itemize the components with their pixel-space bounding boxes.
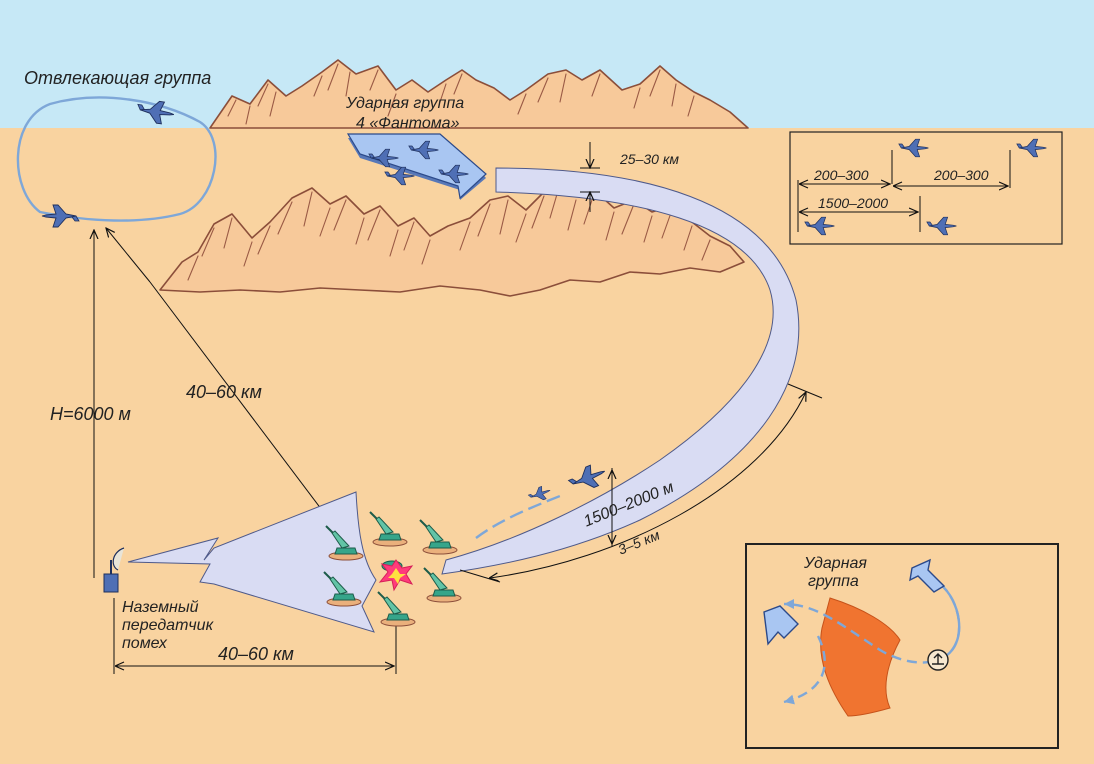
altitude-label: H=6000 м [50, 404, 131, 424]
strike-group-arrow [346, 133, 487, 200]
legend-jet-4 [926, 216, 957, 236]
legend-jet-1 [898, 138, 929, 158]
legend-spacing-right: 200–300 [933, 167, 989, 183]
attack-distance-label: 3–5 км [616, 526, 663, 557]
jammer-label-1: Наземный [122, 599, 199, 616]
ground-range-label: 40–60 км [218, 644, 294, 664]
legend-spacing-left: 200–300 [813, 167, 869, 183]
attack-distance-dimension [459, 383, 823, 583]
strike-group-label-2: 4 «Фантома» [356, 115, 460, 132]
strike-group-label-1: Ударная группа [345, 95, 464, 112]
corridor-width-label: 25–30 км [619, 151, 679, 167]
diagonal-range-line [106, 228, 340, 534]
attack-jet-1 [565, 460, 610, 496]
sam-site [323, 511, 462, 627]
legend-spacing-total: 1500–2000 [818, 195, 888, 211]
diagonal-range-label: 40–60 км [186, 382, 262, 402]
legend-jet-3 [804, 216, 835, 236]
decoy-group-label: Отвлекающая группа [24, 68, 211, 88]
inset-label-2: группа [808, 573, 859, 590]
inset-label-1: Ударная [803, 555, 867, 572]
legend-jet-2 [1016, 138, 1047, 158]
ground-jammer [103, 547, 125, 593]
jamming-beam [127, 491, 377, 633]
mountains-back [209, 59, 749, 129]
corridor-width-dimension [580, 142, 600, 212]
decoy-jet-2 [41, 204, 80, 228]
decoy-orbit [16, 96, 217, 222]
jammer-label-2: передатчик [122, 617, 215, 634]
jammer-label-3: помех [122, 635, 168, 652]
formation-legend [789, 131, 1063, 245]
inset-panel [745, 543, 1059, 749]
mountains-front [159, 179, 745, 297]
